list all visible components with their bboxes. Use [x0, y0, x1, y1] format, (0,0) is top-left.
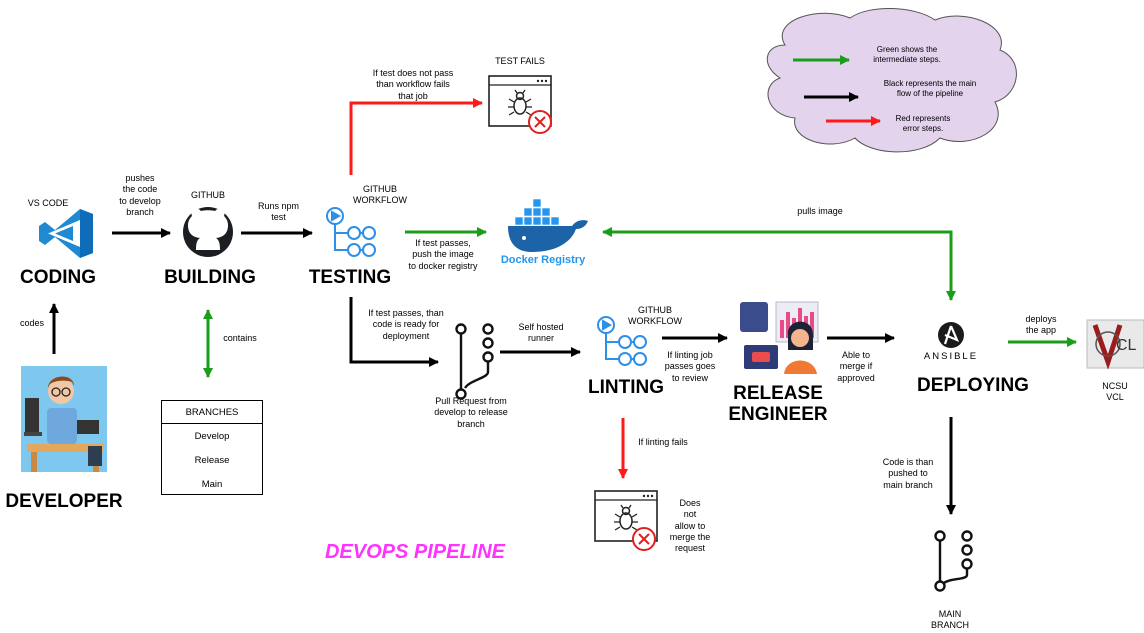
- developer-avatar: [21, 366, 107, 472]
- arrow-ansible-pulls-image: [602, 227, 956, 301]
- stage-release-engineer: RELEASE ENGINEER: [728, 383, 828, 425]
- branch-item-release: Release: [194, 454, 230, 466]
- edge-label-deploys: deploys the app: [1025, 314, 1057, 336]
- label-vscode: VS CODE: [27, 198, 69, 208]
- vscode-icon: [39, 209, 93, 258]
- label-main-branch: MAIN BRANCH: [930, 609, 969, 631]
- branches-box: BRANCHES Develop Release Main: [161, 400, 263, 495]
- label-github-workflow-lint: GITHUB WORKFLOW: [628, 305, 682, 327]
- edge-label-pulls-image: pulls image: [797, 206, 843, 216]
- test-fails-icon: [488, 75, 552, 134]
- edge-label-runs-npm: Runs npm test: [257, 201, 300, 223]
- ansible-icon: [938, 322, 964, 348]
- edge-label-push-docker: If test passes, push the image to docker…: [408, 238, 478, 271]
- label-ansible: ANSIBLE: [923, 351, 979, 362]
- arrow-testing-fails: [349, 98, 483, 175]
- edge-label-test-not-pass: If test does not pass than workflow fail…: [372, 68, 454, 101]
- github-workflow-lint-icon: [597, 316, 647, 366]
- edge-label-able-merge: Able to merge if approved: [837, 350, 875, 383]
- arrow-testing-to-pullrequest: [349, 297, 439, 367]
- edge-label-codes: codes: [19, 318, 45, 328]
- label-github: GITHUB: [190, 190, 225, 200]
- stage-deploying: DEPLOYING: [917, 375, 1029, 396]
- edge-label-pushes: pushes the code to develop branch: [119, 173, 161, 217]
- legend-text-black: Black represents the main flow of the pi…: [883, 79, 977, 98]
- edge-label-self-hosted: Self hosted runner: [518, 322, 564, 344]
- svg-text:CL: CL: [1116, 337, 1137, 354]
- branches-header: BRANCHES: [162, 401, 262, 424]
- stage-coding: CODING: [20, 267, 96, 288]
- legend-text-green: Green shows the intermediate steps.: [873, 45, 941, 64]
- branch-item-main: Main: [201, 478, 223, 490]
- edge-label-pushed-main: Code is than pushed to main branch: [882, 457, 934, 490]
- edge-label-contains: contains: [223, 333, 257, 343]
- github-workflow-test-icon: [326, 207, 376, 257]
- github-icon: [183, 207, 233, 257]
- legend-text-red: Red represents error steps.: [895, 114, 951, 133]
- release-engineer-illustration: [737, 298, 820, 374]
- pull-request-icon: [455, 323, 494, 400]
- vcl-logo: CL: [1086, 319, 1144, 370]
- main-branch-icon: [934, 530, 973, 592]
- stage-linting: LINTING: [588, 377, 664, 398]
- edge-label-ready-deploy: If test passes, than code is ready for d…: [368, 308, 444, 341]
- stage-building: BUILDING: [164, 267, 256, 288]
- edge-label-lint-fails: If linting fails: [638, 437, 688, 447]
- label-github-workflow-test: GITHUB WORKFLOW: [353, 184, 407, 206]
- label-docker-registry: Docker Registry: [500, 254, 586, 266]
- legend-cloud: [766, 8, 1017, 153]
- edge-label-lint-passes: If linting job passes goes to review: [664, 350, 716, 383]
- stage-developer: DEVELOPER: [5, 491, 123, 512]
- label-test-fails: TEST FAILS: [495, 56, 545, 66]
- pipeline-title: DEVOPS PIPELINE: [324, 541, 506, 563]
- docker-icon: [508, 198, 588, 252]
- label-pull-request: Pull Request from develop to release bra…: [434, 396, 508, 429]
- stage-testing: TESTING: [308, 267, 392, 288]
- edge-label-not-allow: Does not allow to merge the request: [669, 498, 711, 553]
- label-ncsu-vcl: NCSU VCL: [1102, 381, 1128, 403]
- lint-fails-icon: [594, 490, 658, 551]
- branch-item-develop: Develop: [194, 430, 230, 442]
